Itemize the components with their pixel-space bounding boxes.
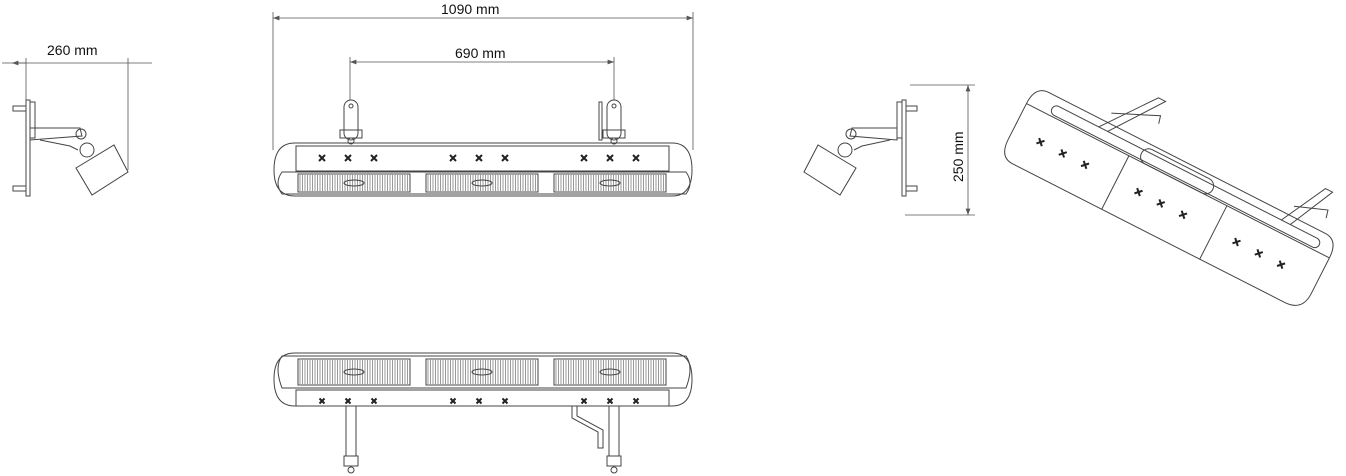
iso-bracket-right [1281,187,1334,225]
cross-mark [580,397,588,405]
grille-logo [471,368,493,376]
cross-mark [632,154,640,162]
dimension-label-250: 250 mm [950,131,966,182]
isometric-view [1004,90,1334,306]
mount-bracket-right [598,99,626,145]
cross-mark [449,154,457,162]
cross-mark [370,154,378,162]
dimension-250: 250 mm [905,84,975,216]
side-view-right: 250 mm [803,84,975,216]
iso-bracket-left [1098,97,1167,132]
front-view: 1090 mm 690 mm [272,1,694,197]
cross-mark [606,397,614,405]
cross-mark [1036,137,1045,147]
bottom-view [273,352,693,474]
side-view-left: 260 mm [2,42,152,197]
grille-frame [425,173,539,193]
grille-logo [343,179,365,187]
cross-mark [1080,160,1090,170]
cross-mark [344,154,352,162]
cross-mark [1178,210,1188,220]
cross-mark [344,397,352,405]
dimension-label-260: 260 mm [47,42,98,58]
cross-mark [475,154,483,162]
cross-mark [580,154,588,162]
cross-mark [1156,199,1166,208]
grille-frame [553,173,667,193]
grille-logo [343,368,365,376]
mount-bracket-left [339,99,363,145]
cross-mark [475,397,483,405]
dimension-260: 260 mm [2,42,152,170]
grille-frame [297,173,411,193]
mount-leg-left [343,405,359,474]
heater-body [75,144,129,196]
cross-mark [1254,249,1264,258]
cross-mark [318,154,326,162]
grille-logo [471,179,493,187]
mount-leg-right [571,405,622,474]
cross-mark [1276,260,1286,270]
grille-logo [599,368,621,376]
dimension-690: 690 mm [349,45,615,100]
cross-mark [1232,237,1241,247]
cross-mark [501,397,509,405]
heater-body [803,144,857,196]
cross-mark [370,397,378,405]
cross-mark [1134,187,1143,197]
cross-mark [632,397,640,405]
dimension-label-1090: 1090 mm [441,1,499,17]
cross-mark [318,397,326,405]
cross-mark [606,154,614,162]
cross-mark [1058,149,1068,158]
grille-logo [599,179,621,187]
dimension-1090: 1090 mm [272,1,694,150]
grille-frame [553,358,667,386]
dimension-label-690: 690 mm [455,45,506,61]
grille-frame [425,358,539,386]
grille-frame [297,358,411,386]
cross-mark [501,154,509,162]
cross-mark [449,397,457,405]
